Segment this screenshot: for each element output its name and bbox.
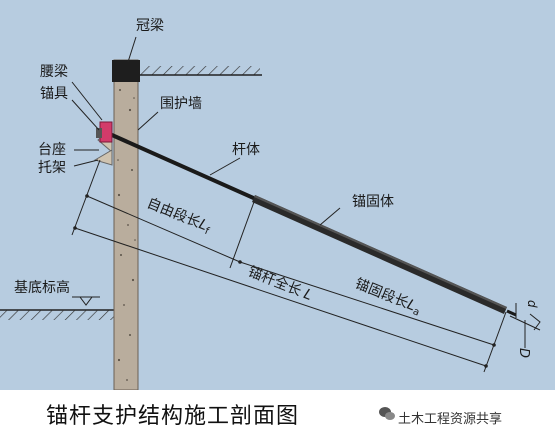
label-anchor-body: 锚固体: [352, 194, 394, 210]
pit-bottom-ground: [0, 309, 114, 320]
diagram-background: [0, 0, 555, 390]
rod-tip: [506, 309, 517, 317]
anchor-device: [96, 128, 102, 138]
label-retaining-wall: 围护墙: [160, 96, 202, 112]
label-anchor-device: 锚具: [40, 86, 68, 102]
label-rod-body: 杆体: [232, 142, 260, 158]
label-pedestal: 台座: [38, 142, 66, 158]
ground-surface-top: [138, 66, 262, 76]
leader-lines: [71, 36, 341, 226]
brand-name: 土木工程资源共享: [398, 412, 503, 427]
label-big-d: D: [516, 348, 531, 358]
label-crown-beam: 冠梁: [136, 18, 164, 34]
anchor-body: [252, 195, 507, 314]
label-pit-bottom: 基底标高: [14, 279, 70, 296]
anchor-section-diagram: 冠梁 腰梁 锚具 围护墙 台座 托架 杆体 锚固体 自由段长Lf 锚杆全长L 锚…: [0, 0, 555, 390]
retaining-wall: [113, 59, 139, 390]
caption: 锚杆支护结构施工剖面图: [46, 404, 300, 429]
dimension-lines: [71, 159, 507, 373]
label-bracket: 托架: [38, 160, 66, 176]
wechat-icon: [379, 407, 395, 420]
label-small-d: d: [525, 300, 539, 308]
label-waist-beam: 腰梁: [40, 64, 68, 80]
diameter-dims: [509, 303, 541, 348]
crown-beam: [112, 60, 140, 82]
anchor-rod: [110, 133, 260, 202]
dimension-ticks: [73, 194, 496, 368]
